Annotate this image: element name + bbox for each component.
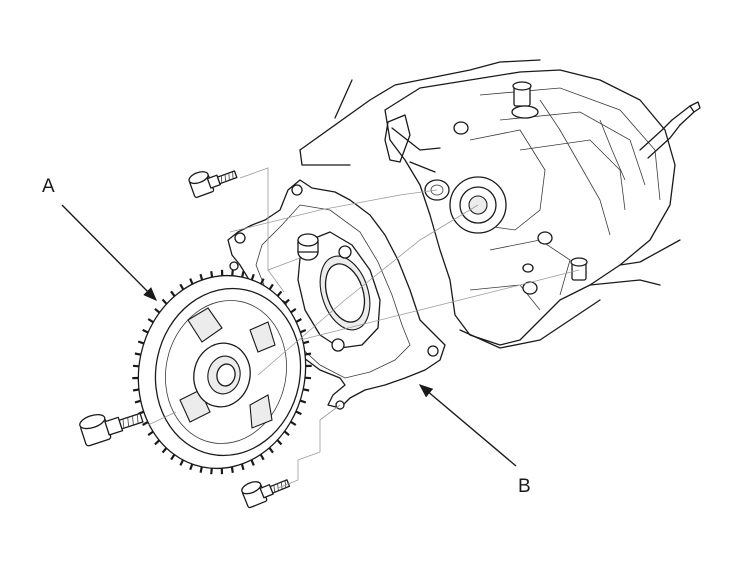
pulley-tooth xyxy=(240,463,245,471)
pulley-tooth xyxy=(290,420,297,426)
pulley-tooth xyxy=(170,290,176,297)
pulley-tooth xyxy=(134,352,142,356)
pulley-tooth xyxy=(283,430,290,437)
pulley-tooth xyxy=(142,421,149,426)
pulley-tooth xyxy=(250,459,255,466)
bolt-icon xyxy=(188,170,238,199)
pulley-tooth xyxy=(268,447,274,454)
bolt-icon xyxy=(241,479,291,509)
bolt-icon xyxy=(79,412,144,447)
pulley-tooth xyxy=(189,463,194,471)
pulley-tooth xyxy=(295,318,302,323)
pulley-tooth xyxy=(132,364,140,368)
pulley-tooth xyxy=(199,466,203,473)
pulley-tooth xyxy=(161,447,168,454)
pulley-tooth xyxy=(283,298,290,305)
pulley-tooth xyxy=(147,318,154,324)
timing-belt-back-cover xyxy=(227,179,446,410)
callout-a-arrow xyxy=(61,204,157,301)
pulley-tooth xyxy=(134,399,141,404)
pulley-tooth xyxy=(154,307,161,314)
pulley-tooth xyxy=(154,439,161,446)
pulley-tooth xyxy=(199,273,204,281)
alignment-lines xyxy=(147,167,580,489)
pulley-tooth xyxy=(137,340,145,345)
pulley-tooth xyxy=(303,340,310,345)
pulley-tooth xyxy=(210,271,214,278)
pulley-tooth xyxy=(260,278,265,285)
pulley-tooth xyxy=(170,453,176,461)
pulley-tooth xyxy=(276,290,283,297)
pulley-tooth xyxy=(231,269,234,276)
pulley-tooth xyxy=(230,466,234,473)
pulley-tooth xyxy=(132,388,140,392)
pulley-tooth xyxy=(210,468,213,475)
pulley-tooth xyxy=(302,388,310,392)
pulley-tooth xyxy=(147,430,154,436)
pulley-tooth xyxy=(161,298,168,305)
callout-a-label: A xyxy=(42,176,55,197)
pulley-tooth xyxy=(299,399,307,404)
pulley-tooth xyxy=(250,273,255,281)
pulley-tooth xyxy=(268,283,274,291)
pulley-tooth xyxy=(142,328,149,334)
callout-b-label: B xyxy=(518,476,531,497)
pulley-tooth xyxy=(189,278,194,285)
pulley-tooth xyxy=(290,308,297,314)
pulley-tooth xyxy=(299,328,307,334)
pulley-tooth xyxy=(276,439,283,446)
pulley-tooth xyxy=(241,271,245,278)
callout-b-arrow xyxy=(418,384,517,467)
pulley-tooth xyxy=(304,352,312,356)
pulley-tooth xyxy=(179,459,184,466)
pulley-tooth xyxy=(304,376,312,380)
pulley-tooth xyxy=(179,283,185,291)
pulley-tooth xyxy=(259,453,265,461)
pulley-tooth xyxy=(295,410,302,416)
camshaft-pulley xyxy=(132,269,312,475)
